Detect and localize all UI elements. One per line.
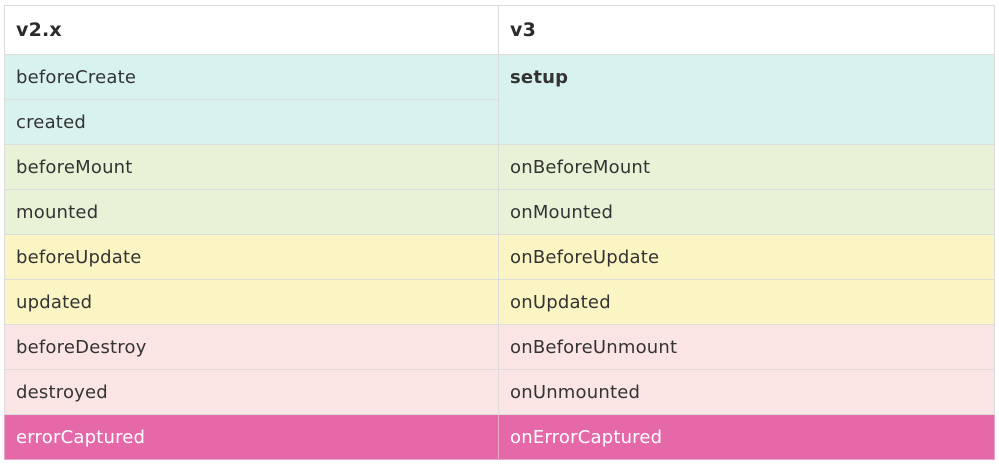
table-header-row: v2.x v3: [4, 5, 995, 55]
v2-hook-cell: beforeDestroy: [4, 324, 499, 370]
lifecycle-comparison: v2.x v3 beforeCreate setup created befor…: [4, 5, 995, 460]
v3-hook-cell: onMounted: [498, 189, 995, 235]
column-header-v3: v3: [498, 5, 995, 55]
table-row: mounted onMounted: [4, 189, 995, 235]
v3-hook-cell: onUpdated: [498, 279, 995, 325]
v3-hook-cell: onBeforeUpdate: [498, 234, 995, 280]
v3-hook-cell: onBeforeMount: [498, 144, 995, 190]
table-row: beforeDestroy onBeforeUnmount: [4, 324, 995, 370]
lifecycle-table: v2.x v3 beforeCreate setup created befor…: [4, 5, 995, 460]
v3-hook-cell: setup: [498, 54, 995, 145]
table-row: destroyed onUnmounted: [4, 369, 995, 415]
table-row: updated onUpdated: [4, 279, 995, 325]
table-row: created: [4, 99, 995, 145]
v2-hook-cell: beforeMount: [4, 144, 499, 190]
v2-hook-cell: mounted: [4, 189, 499, 235]
table-row: errorCaptured onErrorCaptured: [4, 414, 995, 460]
v2-hook-cell: updated: [4, 279, 499, 325]
v2-hook-cell: destroyed: [4, 369, 499, 415]
v2-hook-cell: errorCaptured: [4, 414, 499, 460]
v3-hook-cell: onUnmounted: [498, 369, 995, 415]
v2-hook-cell: beforeCreate: [4, 54, 499, 100]
v3-hook-cell: onErrorCaptured: [498, 414, 995, 460]
v2-hook-cell: beforeUpdate: [4, 234, 499, 280]
v2-hook-cell: created: [4, 99, 499, 145]
v3-hook-cell: onBeforeUnmount: [498, 324, 995, 370]
table-row: beforeMount onBeforeMount: [4, 144, 995, 190]
table-row: beforeCreate setup: [4, 54, 995, 145]
column-header-v2: v2.x: [4, 5, 499, 55]
table-row: beforeUpdate onBeforeUpdate: [4, 234, 995, 280]
